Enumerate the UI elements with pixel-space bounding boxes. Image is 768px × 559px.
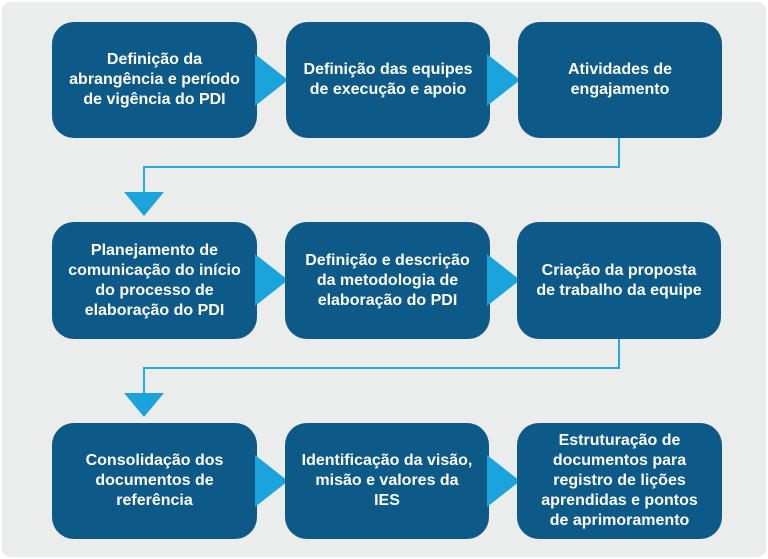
arrow-right-icon	[255, 254, 288, 306]
connector-row2-row3-line	[618, 339, 620, 369]
flow-step-5: Definição e descrição da metodologia de …	[285, 222, 490, 339]
flow-step-1: Definição da abrangência e período de vi…	[52, 22, 257, 138]
connector-row2-row3-line	[143, 367, 620, 369]
flow-step-3: Atividades de engajamento	[518, 22, 722, 138]
arrow-right-icon	[487, 254, 520, 306]
arrow-right-icon	[487, 54, 520, 106]
flow-step-9: Estruturação de documentos para registro…	[517, 423, 722, 539]
arrow-right-icon	[255, 455, 288, 507]
connector-row1-row2-line	[618, 138, 620, 168]
flow-step-2: Definição das equipes de execução e apoi…	[286, 22, 490, 138]
arrow-right-icon	[487, 455, 520, 507]
flow-step-4: Planejamento de comunicação do início do…	[52, 222, 257, 339]
connector-row2-row3-line	[143, 367, 145, 395]
flow-step-6: Criação da proposta de trabalho da equip…	[517, 222, 721, 339]
arrow-down-icon	[124, 393, 164, 417]
arrow-down-icon	[124, 192, 164, 216]
flow-step-8: Identificação da visão, misão e valores …	[285, 423, 489, 539]
connector-row1-row2-line	[143, 166, 620, 168]
connector-row1-row2-line	[143, 166, 145, 194]
arrow-right-icon	[255, 54, 288, 106]
flow-step-7: Consolidação dos documentos de referênci…	[52, 423, 257, 539]
